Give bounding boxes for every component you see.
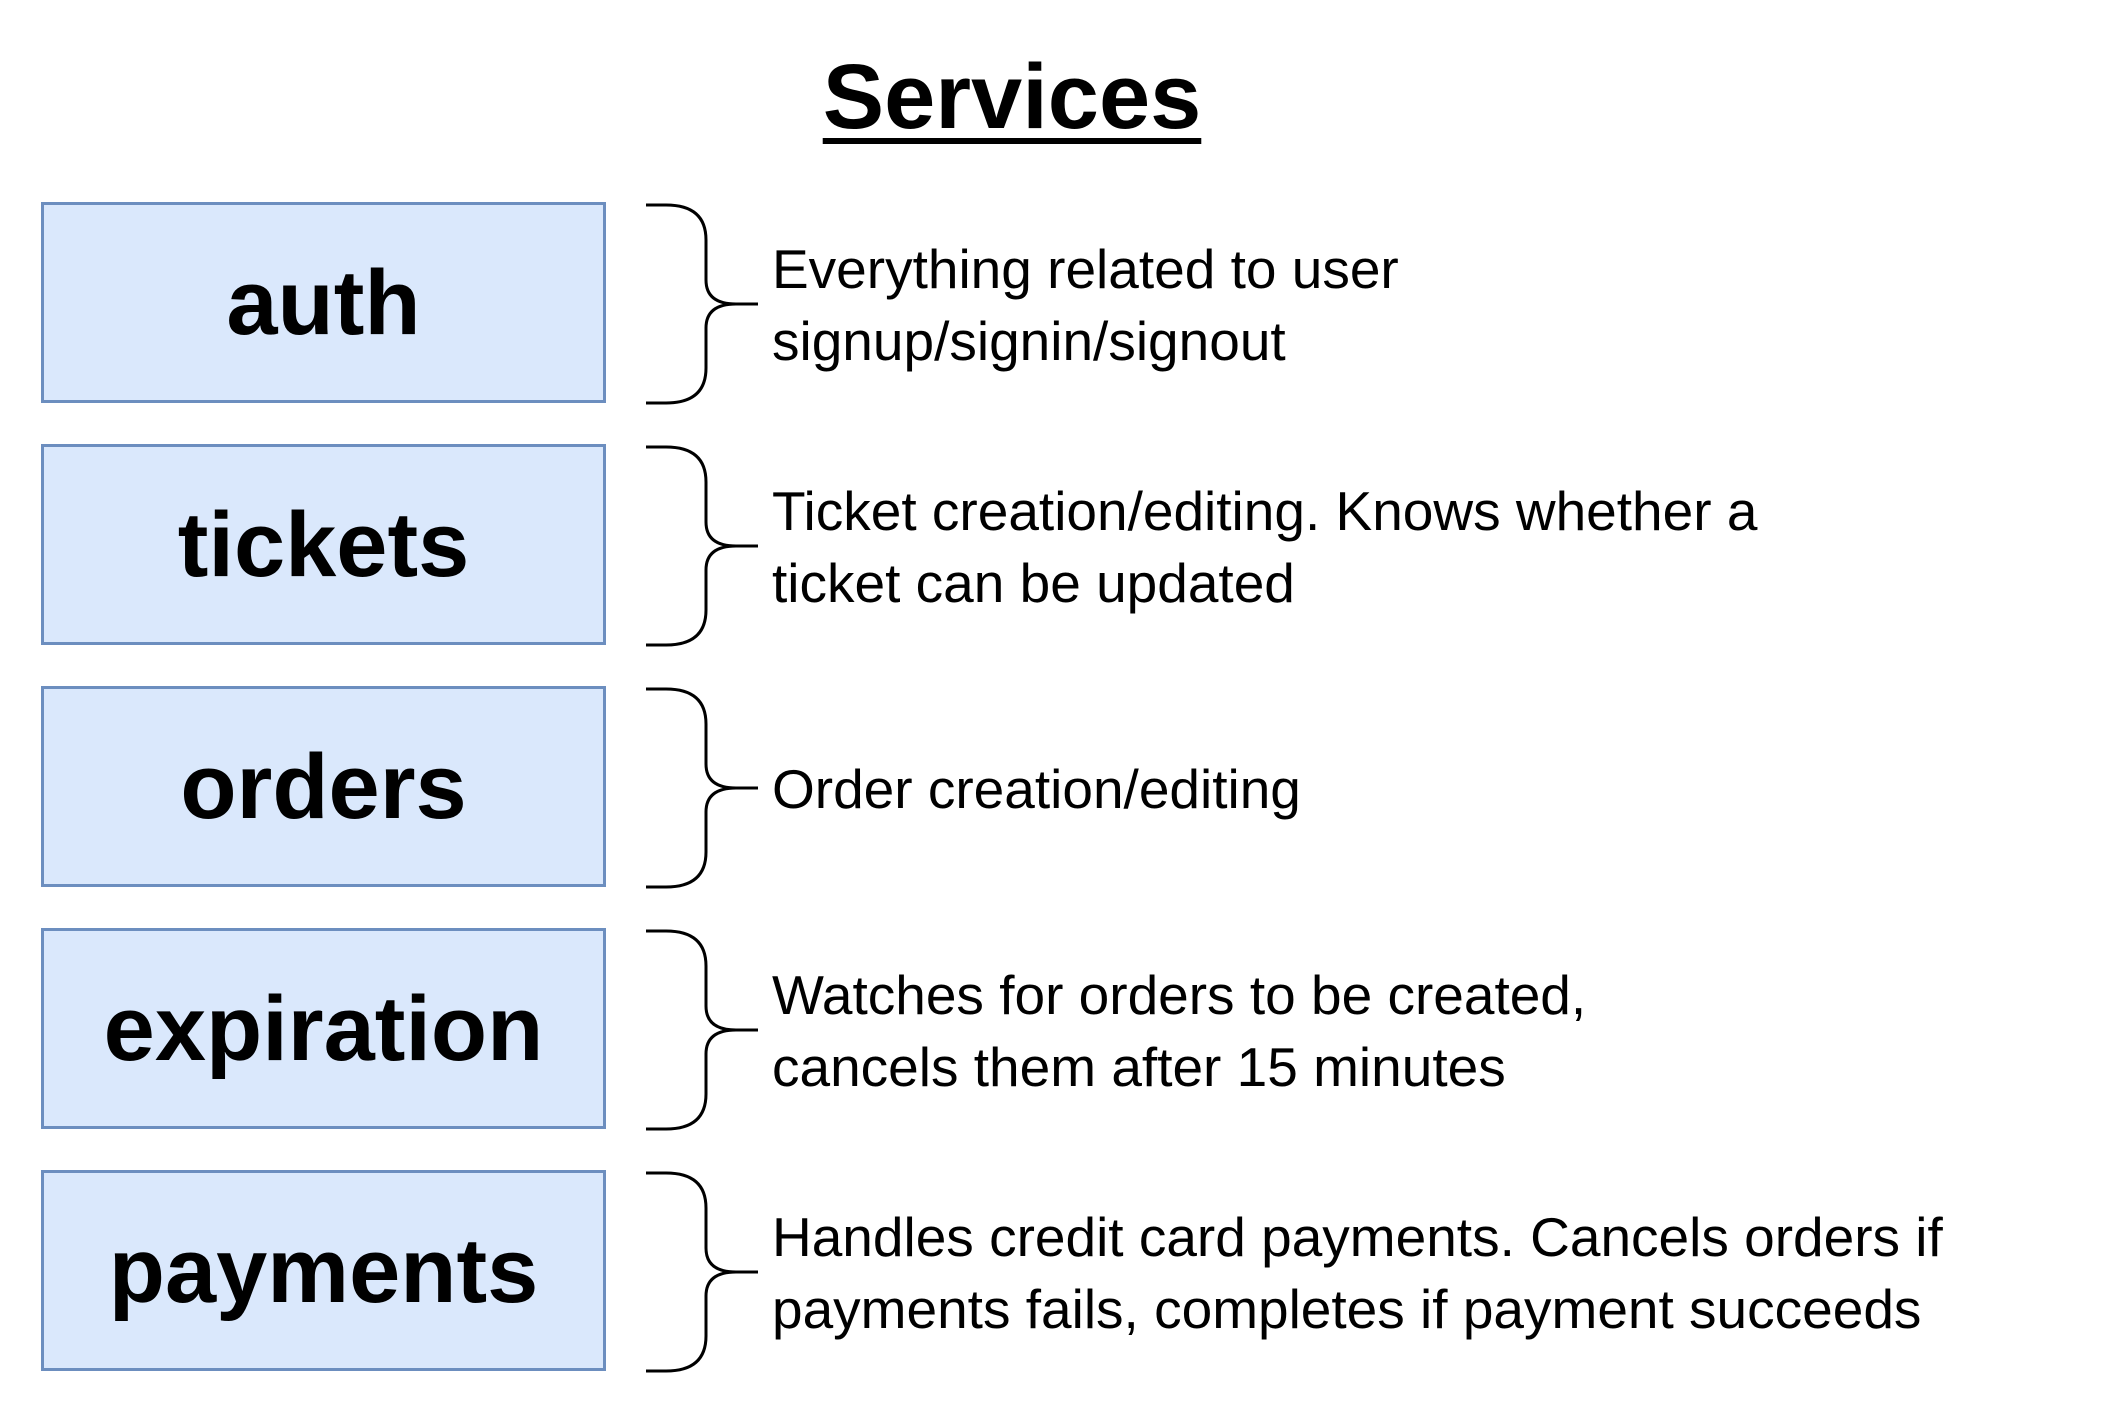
description-line: cancels them after 15 minutes	[772, 1035, 1506, 1098]
service-description-auth: Everything related to user signup/signin…	[772, 202, 2112, 407]
service-box-tickets: tickets	[41, 444, 606, 645]
brace-icon	[646, 203, 758, 405]
service-row-expiration: expiration Watches for orders to be crea…	[0, 928, 2124, 1133]
brace-icon	[646, 929, 758, 1131]
service-box-payments: payments	[41, 1170, 606, 1371]
brace-icon	[646, 445, 758, 647]
service-row-auth: auth Everything related to user signup/s…	[0, 202, 2124, 407]
service-description-tickets: Ticket creation/editing. Knows whether a…	[772, 444, 2112, 649]
service-description-payments: Handles credit card payments. Cancels or…	[772, 1170, 2112, 1375]
service-name-auth: auth	[226, 251, 421, 354]
description-line: Order creation/editing	[772, 757, 1301, 820]
description-line: Handles credit card payments. Cancels or…	[772, 1205, 1943, 1268]
service-name-expiration: expiration	[103, 977, 544, 1080]
brace-icon	[646, 687, 758, 889]
service-name-orders: orders	[180, 735, 467, 838]
description-line: signup/signin/signout	[772, 309, 1286, 372]
service-row-orders: orders Order creation/editing	[0, 686, 2124, 891]
description-line: Everything related to user	[772, 237, 1399, 300]
service-name-payments: payments	[108, 1219, 539, 1322]
service-row-payments: payments Handles credit card payments. C…	[0, 1170, 2124, 1375]
description-line: Watches for orders to be created,	[772, 963, 1587, 1026]
service-box-expiration: expiration	[41, 928, 606, 1129]
description-line: ticket can be updated	[772, 551, 1295, 614]
service-box-orders: orders	[41, 686, 606, 887]
brace-icon	[646, 1171, 758, 1373]
diagram-title: Services	[822, 46, 1202, 148]
service-box-auth: auth	[41, 202, 606, 403]
description-line: Ticket creation/editing. Knows whether a	[772, 479, 1758, 542]
description-line: payments fails, completes if payment suc…	[772, 1277, 1922, 1340]
service-description-expiration: Watches for orders to be created, cancel…	[772, 928, 2112, 1133]
service-row-tickets: tickets Ticket creation/editing. Knows w…	[0, 444, 2124, 649]
service-name-tickets: tickets	[177, 493, 470, 596]
service-description-orders: Order creation/editing	[772, 686, 2112, 891]
